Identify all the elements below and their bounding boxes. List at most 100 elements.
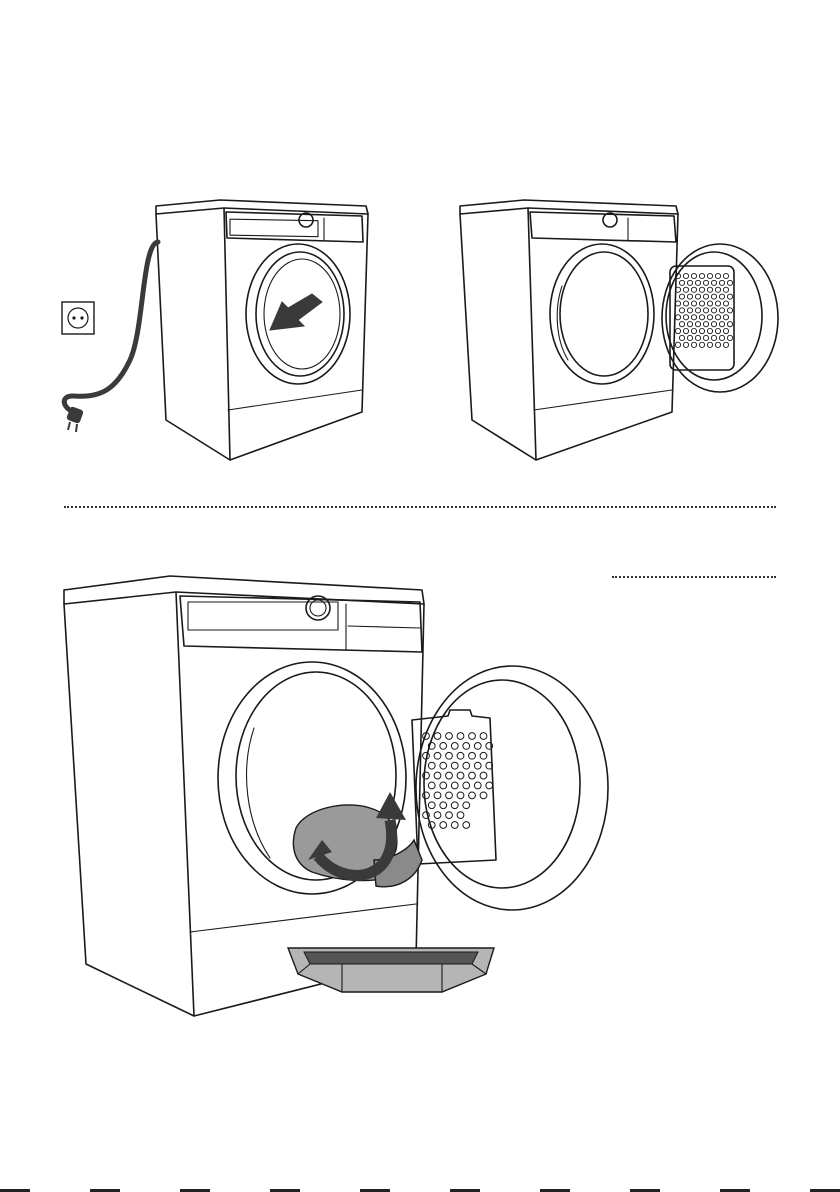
- filter-hole: [699, 342, 704, 347]
- filter-hole: [683, 315, 688, 320]
- filter-hole: [440, 742, 447, 749]
- filter-hole: [675, 328, 680, 333]
- filter-hole: [695, 308, 700, 313]
- filter-hole: [446, 812, 453, 819]
- dryer-top: [156, 200, 368, 214]
- filter-hole: [703, 280, 708, 285]
- filter-hole: [428, 762, 435, 769]
- filter-hole: [457, 733, 464, 740]
- filter-hole: [711, 335, 716, 340]
- filter-hole: [675, 342, 680, 347]
- filter-hole: [699, 273, 704, 278]
- filter-hole: [457, 792, 464, 799]
- water-basin: [288, 948, 494, 992]
- bottom-print-marks: [0, 1186, 840, 1192]
- control-panel: [226, 212, 363, 242]
- filter-hole: [679, 335, 684, 340]
- filter-hole: [679, 322, 684, 327]
- filter-hole: [691, 328, 696, 333]
- filter-hole: [446, 792, 453, 799]
- filter-hole: [719, 322, 724, 327]
- filter-hole: [711, 322, 716, 327]
- figure-drain-filter: [50, 560, 610, 1030]
- filter-hole: [699, 315, 704, 320]
- filter-hole: [683, 273, 688, 278]
- filter-hole: [727, 280, 732, 285]
- filter-hole: [699, 328, 704, 333]
- program-knob: [603, 213, 617, 227]
- filter-hole: [695, 280, 700, 285]
- filter-hole: [434, 812, 441, 819]
- filter-hole: [695, 294, 700, 299]
- filter-hole: [679, 308, 684, 313]
- filter-hole: [691, 273, 696, 278]
- figure-dryer-door-open: [450, 190, 790, 480]
- filter-hole: [715, 301, 720, 306]
- filter-hole: [707, 328, 712, 333]
- filter-hole: [446, 772, 453, 779]
- filter-hole: [440, 822, 447, 829]
- filter-hole: [723, 273, 728, 278]
- filter-hole: [457, 812, 464, 819]
- filter-hole: [727, 294, 732, 299]
- filter-hole: [707, 287, 712, 292]
- filter-hole: [675, 301, 680, 306]
- filter-hole: [687, 308, 692, 313]
- filter-hole: [463, 782, 470, 789]
- filter-hole: [446, 733, 453, 740]
- filter-hole: [451, 762, 458, 769]
- filter-hole: [440, 782, 447, 789]
- filter-hole: [707, 315, 712, 320]
- filter-hole: [440, 762, 447, 769]
- filter-hole: [727, 335, 732, 340]
- wall-socket-icon: [62, 302, 94, 334]
- filter-hole: [480, 733, 487, 740]
- filter-hole: [434, 792, 441, 799]
- filter-hole: [715, 287, 720, 292]
- control-panel: [530, 212, 676, 242]
- filter-hole: [711, 308, 716, 313]
- filter-hole: [703, 335, 708, 340]
- filter-hole: [463, 822, 470, 829]
- filter-hole: [469, 772, 476, 779]
- filter-hole: [451, 782, 458, 789]
- filter-hole: [474, 782, 481, 789]
- filter-hole: [446, 752, 453, 759]
- filter-hole: [683, 342, 688, 347]
- filter-hole: [451, 742, 458, 749]
- filter-hole: [469, 792, 476, 799]
- filter-hole: [440, 802, 447, 809]
- fluff-filter: [670, 266, 734, 370]
- filter-hole: [707, 301, 712, 306]
- filter-hole: [463, 762, 470, 769]
- filter-hole: [723, 342, 728, 347]
- filter-hole: [703, 308, 708, 313]
- filter-hole: [683, 328, 688, 333]
- filter-hole: [480, 792, 487, 799]
- filter-hole: [687, 294, 692, 299]
- filter-hole: [423, 792, 430, 799]
- filter-hole: [715, 328, 720, 333]
- filter-hole: [711, 294, 716, 299]
- filter-hole: [463, 742, 470, 749]
- filter-hole: [434, 752, 441, 759]
- filter-hole: [691, 301, 696, 306]
- filter-hole: [691, 342, 696, 347]
- filter-hole: [486, 782, 493, 789]
- filter-hole: [711, 280, 716, 285]
- filter-hole: [719, 335, 724, 340]
- filter-hole: [683, 287, 688, 292]
- filter-hole: [715, 273, 720, 278]
- filter-hole: [687, 280, 692, 285]
- filter-hole: [707, 342, 712, 347]
- filter-hole: [691, 287, 696, 292]
- filter-hole: [683, 301, 688, 306]
- filter-hole: [695, 335, 700, 340]
- filter-hole: [434, 733, 441, 740]
- filter-hole: [727, 308, 732, 313]
- control-panel: [180, 596, 422, 652]
- filter-hole: [451, 802, 458, 809]
- filter-hole: [703, 322, 708, 327]
- push-arrow-icon: [270, 294, 322, 330]
